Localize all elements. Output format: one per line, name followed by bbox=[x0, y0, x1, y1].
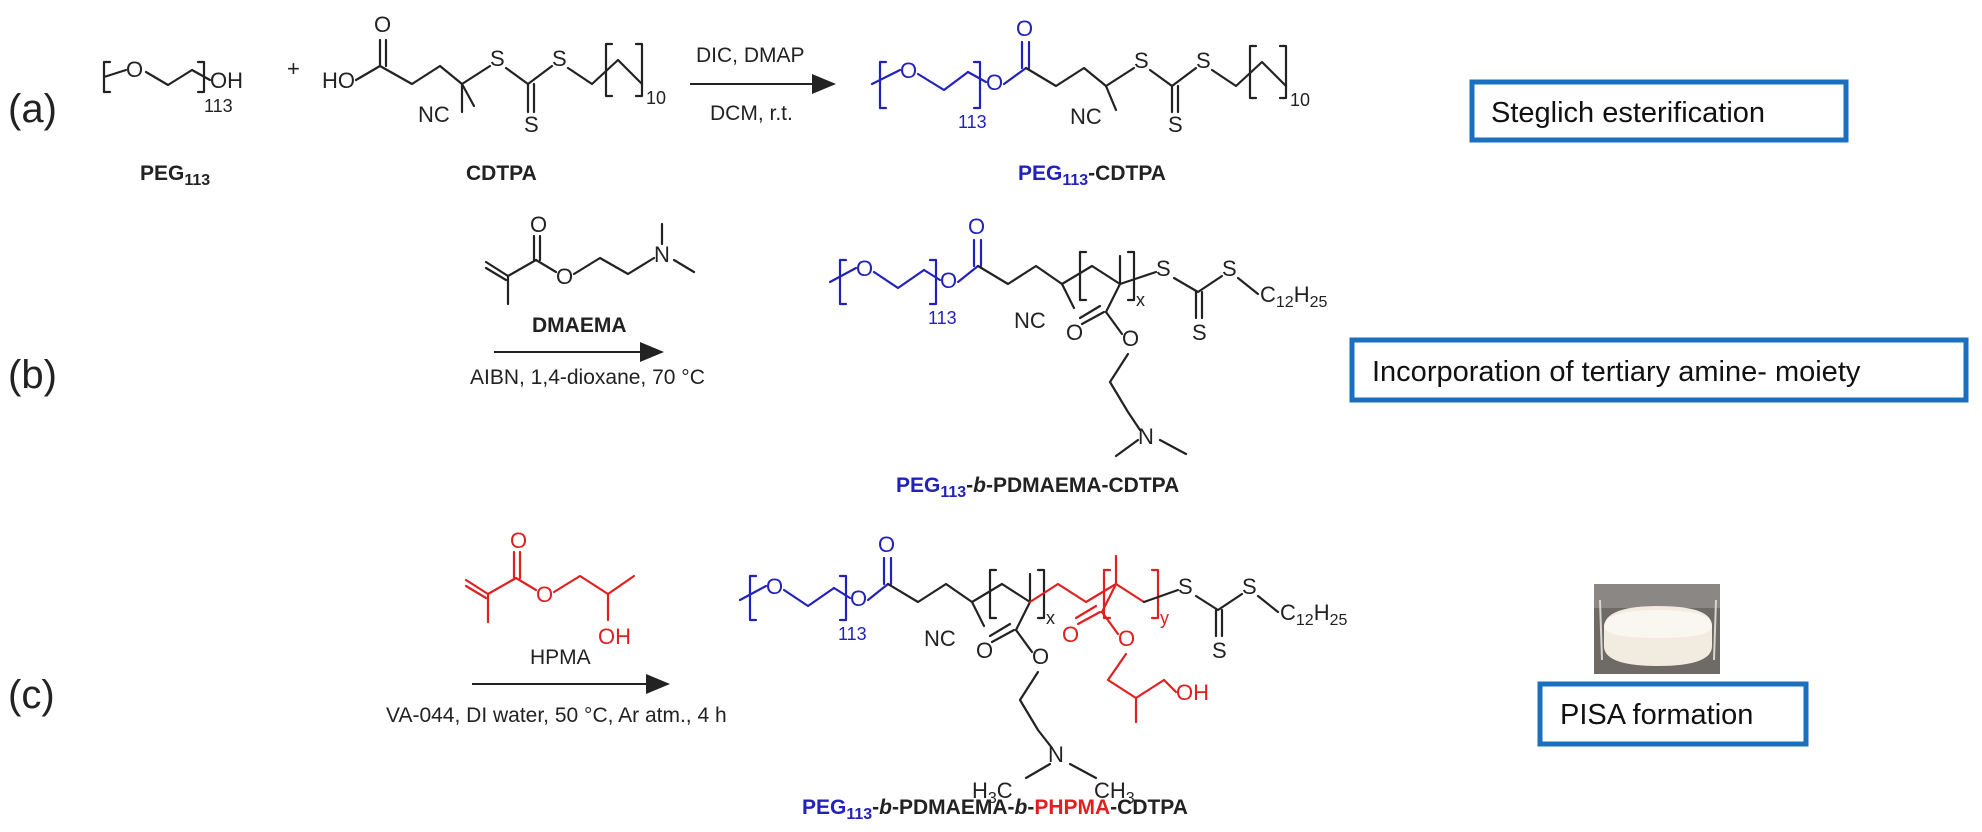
atom-o: O bbox=[968, 214, 985, 239]
panel-b: (b) O O N DMAEMA AIBN, 1,4-dioxane, 70 °… bbox=[8, 212, 1969, 501]
atom-o: O bbox=[126, 57, 143, 82]
atom-o: O bbox=[556, 264, 573, 289]
atom-s: S bbox=[1134, 48, 1149, 73]
conditions-c: VA-044, DI water, 50 °C, Ar atm., 4 h bbox=[386, 704, 727, 727]
atom-o: O bbox=[1032, 644, 1049, 669]
atom-oh: OH bbox=[210, 68, 243, 93]
peg113-structure: O OH 113 PEG113 bbox=[102, 57, 243, 189]
steglich-box bbox=[1469, 79, 1849, 143]
atom-o: O bbox=[1122, 326, 1139, 351]
atom-s: S bbox=[1212, 638, 1227, 663]
atom-nc: NC bbox=[924, 626, 956, 651]
atom-s: S bbox=[1168, 112, 1183, 137]
plus-sign: + bbox=[287, 56, 300, 81]
atom-o: O bbox=[1066, 320, 1083, 345]
reagents-top: DIC, DMAP bbox=[696, 44, 805, 67]
atom-o: O bbox=[510, 528, 527, 553]
peg-pdmaema-structure: O 113 O O NC x S S S C12H25 O bbox=[828, 214, 1327, 501]
cdtpa-structure: HO O NC S S S 10 CDTPA bbox=[322, 12, 666, 185]
atom-o: O bbox=[374, 12, 391, 37]
atom-o: O bbox=[530, 212, 547, 237]
ch3-left: H3C bbox=[972, 778, 1013, 807]
atom-o: O bbox=[850, 586, 867, 611]
hpma-structure: O O OH HPMA bbox=[464, 528, 636, 669]
atom-n: N bbox=[1048, 742, 1064, 767]
pisa-box-text: PISA formation bbox=[1560, 699, 1753, 731]
atom-s: S bbox=[1222, 256, 1237, 281]
panel-a-label: (a) bbox=[8, 87, 57, 131]
atom-o: O bbox=[766, 574, 783, 599]
repeat-10: 10 bbox=[1290, 90, 1310, 110]
atom-o: O bbox=[986, 70, 1003, 95]
atom-o: O bbox=[976, 638, 993, 663]
dmaema-structure: O O N DMAEMA bbox=[484, 212, 696, 337]
atom-nc: NC bbox=[418, 102, 450, 127]
cdtpa-name: CDTPA bbox=[466, 162, 537, 185]
atom-ho: HO bbox=[322, 68, 355, 93]
tertiary-amine-box-text: Incorporation of tertiary amine- moiety bbox=[1372, 356, 1861, 388]
atom-s: S bbox=[1242, 574, 1257, 599]
atom-nc: NC bbox=[1014, 308, 1046, 333]
atom-s: S bbox=[524, 112, 539, 137]
atom-s: S bbox=[490, 46, 505, 71]
c12h25-b: C12H25 bbox=[1260, 282, 1327, 311]
repeat-113: 113 bbox=[958, 112, 987, 132]
atom-s: S bbox=[1178, 574, 1193, 599]
atom-oh: OH bbox=[1176, 680, 1209, 705]
atom-o: O bbox=[940, 268, 957, 293]
tertiary-amine-box bbox=[1349, 337, 1969, 403]
peg-pdmaema-phpma-structure: O 113 O O NC x O O N H3C CH3 bbox=[738, 532, 1347, 823]
peg-pdmaema-name: PEG113-b-PDMAEMA-CDTPA bbox=[896, 474, 1179, 501]
atom-o: O bbox=[878, 532, 895, 557]
panel-c: (c) O O OH HPMA VA-044, DI water, 50 °C,… bbox=[8, 528, 1809, 823]
panel-a: (a) O OH 113 PEG113 + HO O NC S bbox=[8, 12, 1849, 189]
repeat-10: 10 bbox=[646, 88, 666, 108]
atom-s: S bbox=[552, 46, 567, 71]
pisa-box bbox=[1537, 681, 1809, 747]
panel-c-label: (c) bbox=[8, 673, 55, 717]
atom-s: S bbox=[1192, 320, 1207, 345]
atom-o: O bbox=[856, 256, 873, 281]
pisa-vial-photo bbox=[1594, 584, 1720, 674]
peg113-cdtpa-structure: O 113 O O NC S S S 10 PEG113-CDTPA bbox=[870, 16, 1310, 189]
atom-oh: OH bbox=[598, 624, 631, 649]
repeat-x: x bbox=[1046, 608, 1055, 628]
atom-o: O bbox=[1118, 626, 1135, 651]
repeat-113: 113 bbox=[204, 96, 233, 116]
dmaema-name: DMAEMA bbox=[532, 314, 627, 337]
atom-n: N bbox=[1138, 424, 1154, 449]
atom-nc: NC bbox=[1070, 104, 1102, 129]
steglich-box-text: Steglich esterification bbox=[1491, 97, 1765, 129]
atom-s: S bbox=[1156, 256, 1171, 281]
repeat-y: y bbox=[1160, 608, 1169, 628]
repeat-x: x bbox=[1136, 290, 1145, 310]
peg-pdmaema-phpma-name: PEG113-b-PDMAEMA-b-PHPMA-CDTPA bbox=[802, 796, 1188, 823]
ch3-right: CH3 bbox=[1094, 778, 1135, 807]
atom-o: O bbox=[900, 58, 917, 83]
c12h25-c: C12H25 bbox=[1280, 600, 1347, 629]
reagents-bottom: DCM, r.t. bbox=[710, 102, 793, 125]
atom-o: O bbox=[1016, 16, 1033, 41]
repeat-113: 113 bbox=[928, 308, 957, 328]
hpma-name: HPMA bbox=[530, 646, 591, 669]
conditions-b: AIBN, 1,4-dioxane, 70 °C bbox=[470, 366, 705, 389]
panel-b-label: (b) bbox=[8, 353, 57, 397]
atom-n: N bbox=[654, 242, 670, 267]
atom-o: O bbox=[536, 582, 553, 607]
peg113-name: PEG113 bbox=[140, 162, 210, 189]
peg113-cdtpa-name: PEG113-CDTPA bbox=[1018, 162, 1166, 189]
repeat-113: 113 bbox=[838, 624, 867, 644]
atom-o: O bbox=[1062, 622, 1079, 647]
atom-s: S bbox=[1196, 48, 1211, 73]
